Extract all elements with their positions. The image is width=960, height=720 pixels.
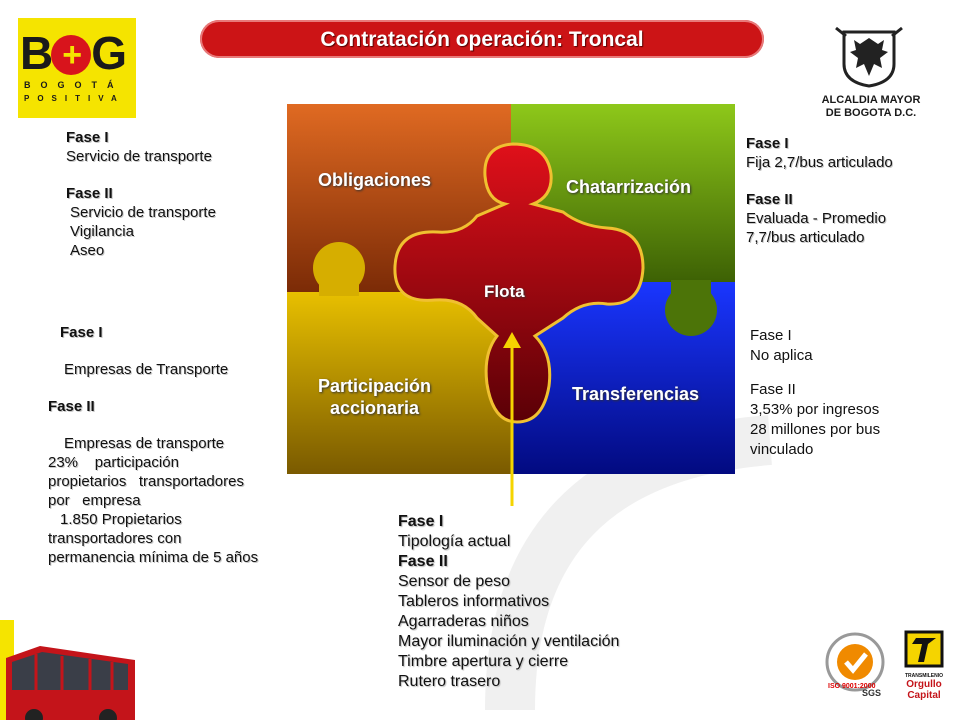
transmilenio-text: TRANSMILENIO — [904, 673, 944, 679]
transferencias-fase1-title: Fase I — [750, 327, 792, 344]
page-title: Contratación operación: Troncal — [320, 28, 644, 51]
chatarrizacion-text: Fase I Fija 2,7/bus articulado Fase II E… — [746, 134, 893, 247]
flota-piece — [393, 142, 645, 424]
transferencias-fase2-line1: 3,53% por ingresos — [750, 401, 880, 418]
chatarrizacion-fase1-line: Fija 2,7/bus articulado — [746, 154, 893, 171]
transferencias-fase2-title: Fase II — [750, 381, 796, 398]
logo-wordmark: B+G — [20, 27, 127, 79]
obligaciones-fase2-line2: Vigilancia — [70, 223, 134, 240]
up-arrow-icon — [503, 332, 521, 506]
obligaciones-fase1-title: Fase I — [66, 129, 109, 146]
flota-item: Agarraderas niños — [398, 613, 529, 630]
flota-item: Sensor de peso — [398, 573, 511, 590]
chatarrizacion-fase2-title: Fase II — [746, 191, 793, 208]
participacion-fase1-line: Empresas de Transporte — [64, 361, 229, 378]
obligaciones-fase2-line1: Servicio de transporte — [70, 204, 216, 221]
transmilenio-icon — [904, 630, 944, 668]
flota-fase1-title: Fase I — [398, 513, 444, 530]
transmilenio-logo: TRANSMILENIO Orgullo Capital — [898, 628, 950, 706]
participacion-fase2-line3: propietarios transportadores — [48, 473, 244, 490]
chatarrizacion-fase2-line1: Evaluada - Promedio — [746, 210, 887, 227]
chatarrizacion-fase2-line2: 7,7/bus articulado — [746, 229, 865, 246]
obligaciones-fase2-line3: Aseo — [70, 242, 105, 259]
capital-text: Capital — [907, 690, 941, 701]
participacion-piece — [287, 292, 513, 474]
flota-item: Rutero trasero — [398, 673, 501, 690]
transferencias-fase1-line: No aplica — [750, 347, 813, 364]
title-bar: Contratación operación: Troncal — [200, 20, 764, 58]
obligaciones-fase2-title: Fase II — [66, 185, 113, 202]
puzzle-diagram — [287, 104, 735, 474]
flota-item: Mayor iluminación y ventilación — [398, 633, 620, 650]
participacion-fase2-line5: 1.850 Propietarios — [60, 511, 182, 528]
iso-text: ISO 9001:2000 — [828, 683, 876, 690]
participacion-fase2-line2: 23% participación — [48, 454, 179, 471]
flota-fase1-line: Tipología actual — [398, 533, 511, 550]
transferencias-label: Transferencias — [572, 384, 700, 404]
alcaldia-label: ALCALDIA MAYOR DE BOGOTA D.C. — [796, 94, 946, 120]
bogota-crest-icon — [835, 26, 903, 88]
transferencias-text: Fase I No aplica Fase II 3,53% por ingre… — [750, 326, 880, 460]
bus-image — [6, 646, 135, 720]
flota-fase2-title: Fase II — [398, 553, 448, 570]
orgullo-text: Orgullo — [906, 679, 942, 690]
participacion-label: Participación accionaria — [318, 375, 431, 419]
participacion-label-line2: accionaria — [329, 398, 420, 418]
obligaciones-label: Obligaciones — [318, 170, 432, 190]
chatarrizacion-label: Chatarrización — [566, 177, 692, 197]
alcaldia-line2: DE BOGOTA D.C. — [825, 107, 917, 119]
obligaciones-text: Fase I Servicio de transporte Fase II Se… — [66, 128, 216, 260]
transferencias-fase2-line3: vinculado — [750, 441, 814, 458]
transferencias-fase2-line2: 28 millones por bus — [750, 421, 881, 438]
participacion-fase1-title: Fase I — [60, 324, 103, 341]
sgs-iso-badge-icon: ISO 9001:2000 SGS — [825, 632, 885, 698]
flota-text: Fase I Tipología actual Fase II Sensor d… — [398, 512, 619, 692]
flota-item: Tableros informativos — [398, 593, 550, 610]
obligaciones-fase1-line: Servicio de transporte — [66, 148, 212, 165]
alcaldia-line1: ALCALDIA MAYOR — [821, 94, 921, 106]
logo-line2: POSITIVA — [24, 94, 125, 103]
participacion-fase2-line6: transportadores con — [48, 530, 182, 547]
flota-label: Flota — [484, 282, 525, 301]
participacion-text: Fase I Empresas de Transporte Fase II Em… — [48, 323, 318, 567]
sgs-text: SGS — [862, 688, 881, 698]
logo-line1: BOGOTÁ — [24, 80, 124, 90]
chatarrizacion-fase1-title: Fase I — [746, 135, 789, 152]
participacion-fase2-line4: por empresa — [48, 492, 141, 509]
bogota-positiva-logo: B+G BOGOTÁ POSITIVA — [18, 18, 136, 118]
participacion-fase2-line1: Empresas de transporte — [64, 435, 225, 452]
flota-item: Timbre apertura y cierre — [398, 653, 569, 670]
participacion-label-line1: Participación — [318, 376, 432, 396]
participacion-fase2-line7: permanencia mínima de 5 años — [48, 549, 259, 566]
participacion-fase2-title: Fase II — [48, 398, 95, 415]
